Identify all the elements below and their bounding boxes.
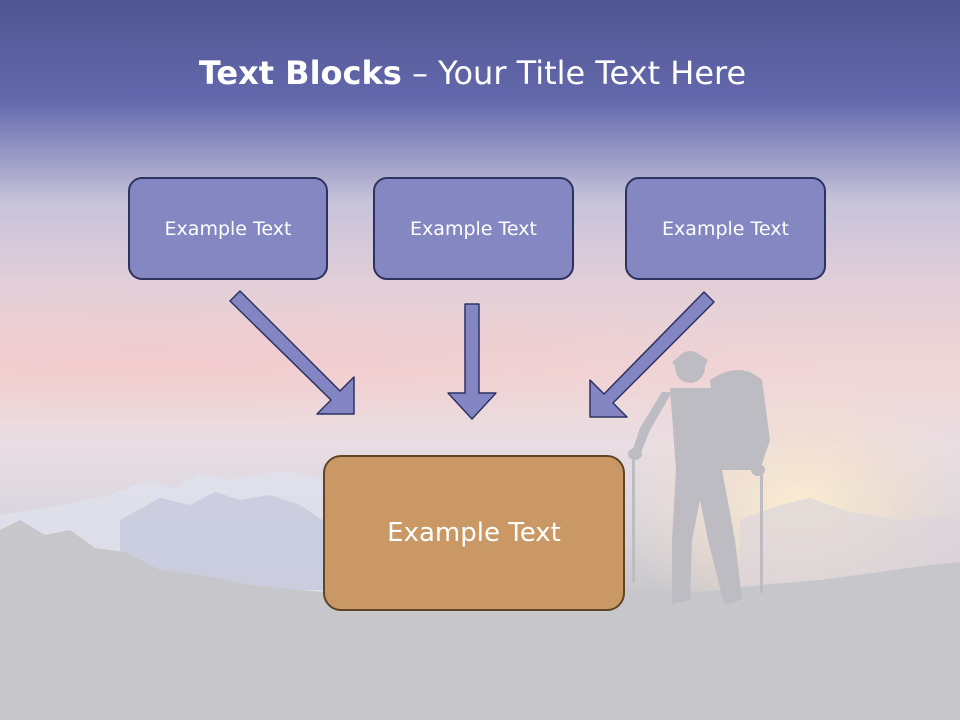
- arrow-right-diagonal-icon: [589, 291, 715, 418]
- title-bold-part: Text Blocks: [198, 54, 402, 92]
- hiker-silhouette: [628, 351, 770, 604]
- text-block-center[interactable]: Example Text: [373, 177, 574, 280]
- text-block-left[interactable]: Example Text: [128, 177, 328, 280]
- page-title: Text Blocks – Your Title Text Here: [0, 54, 945, 92]
- main-text-block[interactable]: Example Text: [323, 455, 625, 611]
- text-block-right[interactable]: Example Text: [625, 177, 826, 280]
- mountain-shadow: [120, 492, 330, 590]
- text-block-right-label: Example Text: [662, 217, 789, 240]
- text-block-center-label: Example Text: [410, 217, 537, 240]
- main-text-block-label: Example Text: [387, 518, 561, 548]
- title-rest-part: – Your Title Text Here: [401, 54, 747, 92]
- arrow-down-icon: [447, 303, 497, 420]
- text-block-left-label: Example Text: [164, 217, 292, 240]
- arrow-left-diagonal-icon: [229, 290, 355, 415]
- ground-silhouette: [0, 520, 960, 720]
